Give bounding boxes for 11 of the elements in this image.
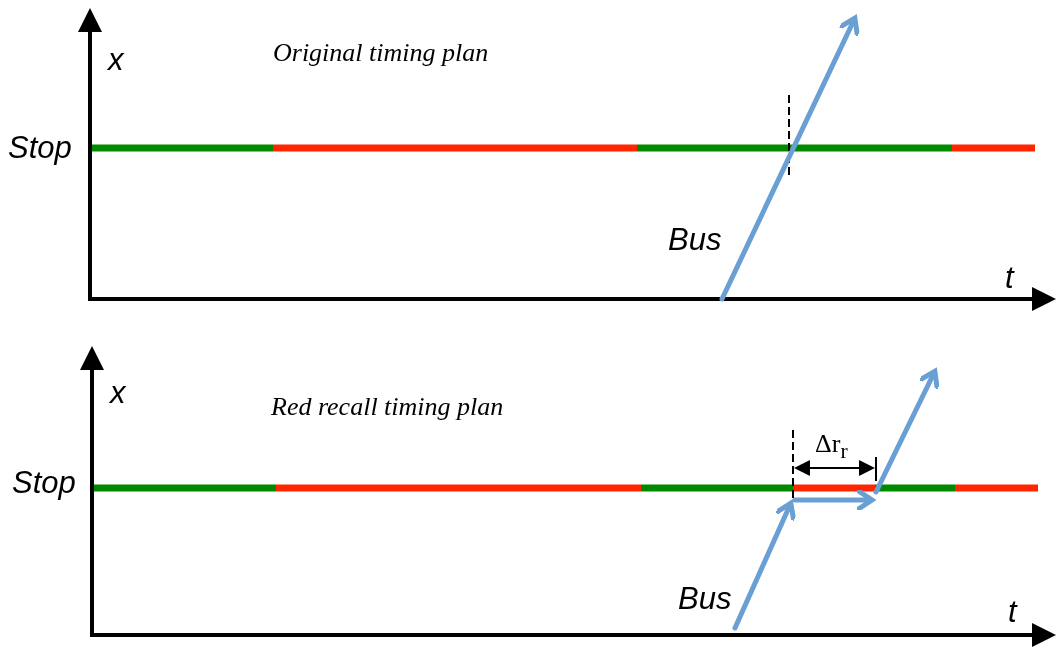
- bus-label: Bus: [678, 583, 732, 614]
- axis-label: t: [1008, 596, 1017, 627]
- stop-label: Stop: [8, 132, 72, 163]
- delay-label: Δr$_{r}$: [815, 431, 848, 463]
- plot-title: Original timing plan: [273, 40, 489, 66]
- axis-label: x: [110, 377, 126, 408]
- stop-label: Stop: [12, 467, 76, 498]
- axis-label: x: [108, 44, 124, 75]
- axis-label: t: [1005, 262, 1014, 293]
- plot-title: Red recall timing plan: [271, 394, 504, 420]
- bus-label: Bus: [668, 224, 722, 255]
